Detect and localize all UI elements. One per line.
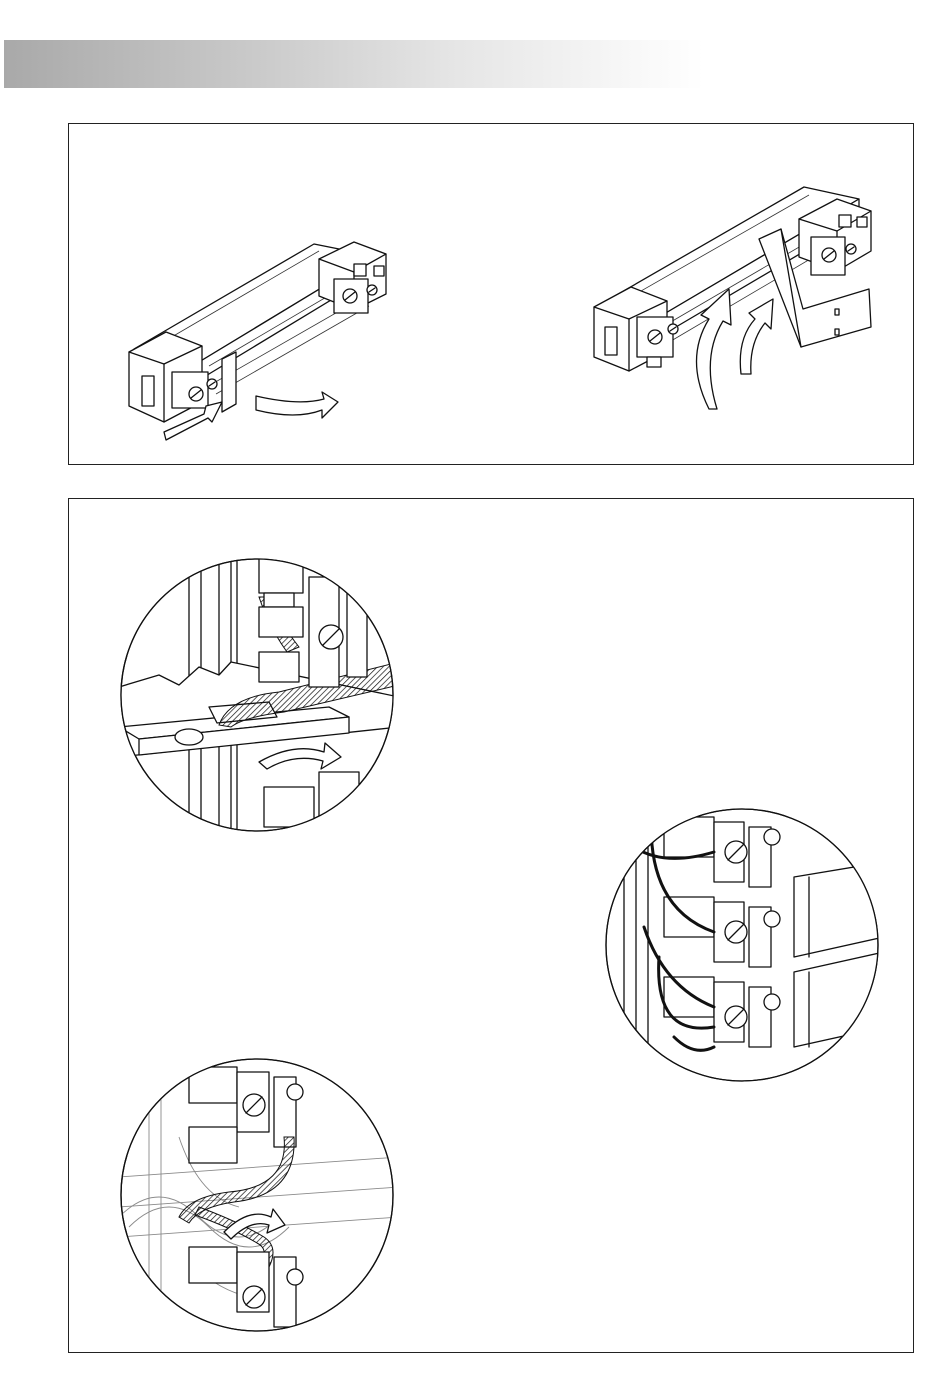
bottom-illustration-panel	[68, 498, 914, 1353]
terminal-strip-insert-cover-figure	[124, 234, 434, 449]
terminal-strip-lift-cover-figure	[589, 179, 894, 429]
header-gradient-bar	[4, 40, 704, 88]
cable-crossover-detail-figure	[119, 1057, 399, 1337]
cable-routing-detail-figure	[119, 557, 399, 837]
terminal-wiring-detail-figure	[604, 807, 884, 1087]
top-illustration-panel	[68, 123, 914, 465]
